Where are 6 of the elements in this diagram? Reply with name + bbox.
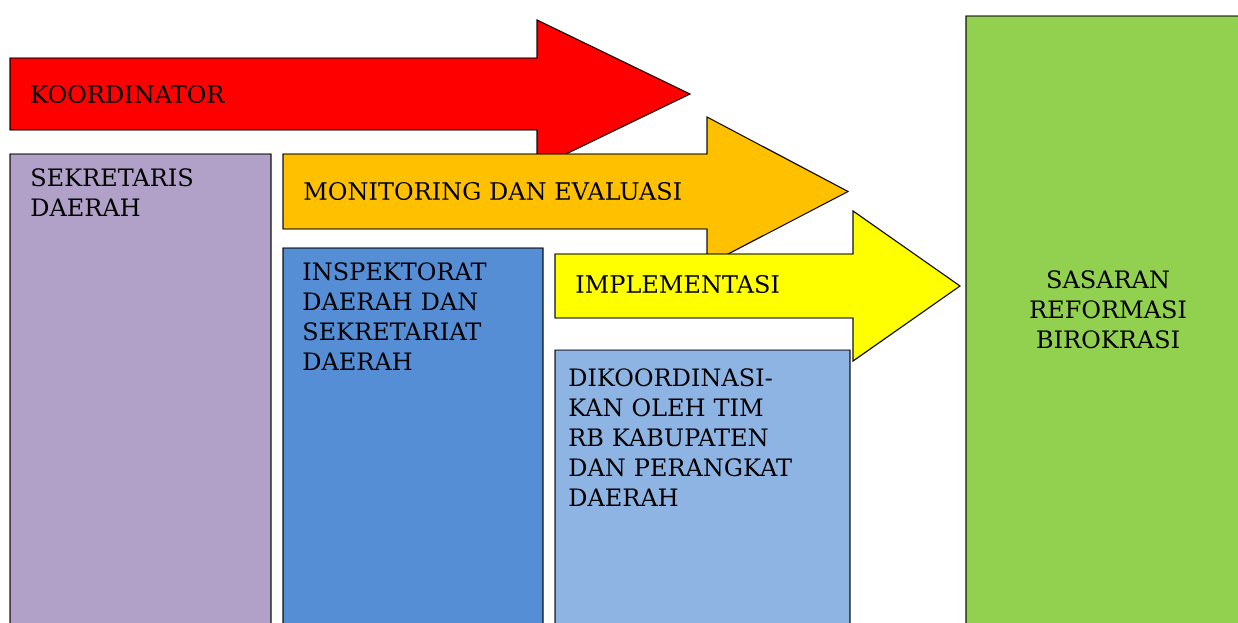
- text-box: SASARAN REFORMASI BIROKRASI: [965, 15, 1238, 623]
- text-box: DIKOORDINASI-KAN OLEH TIM RB KABUPATEN DAN PERANGKAT DAERAH: [554, 349, 851, 623]
- text-box: SEKRETARIS DAERAH: [9, 153, 272, 623]
- pointed-banner: IMPLEMENTASI: [554, 209, 962, 363]
- pointed-banner: KOORDINATOR: [9, 19, 692, 169]
- text-box: INSPEKTORAT DAERAH DAN SEKRETARIAT DAERAH: [282, 247, 544, 623]
